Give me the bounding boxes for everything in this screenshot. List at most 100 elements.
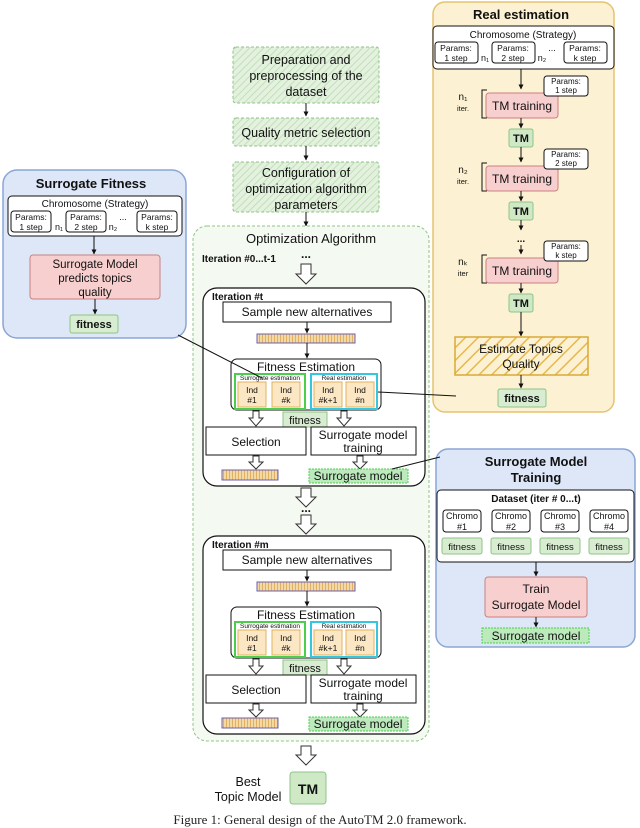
iteration_m-ind-label: Ind bbox=[354, 633, 366, 643]
iteration_m-ind-index: #1 bbox=[247, 643, 257, 653]
tm-training-box bbox=[485, 257, 559, 284]
re-stage-params-a: Params: bbox=[551, 242, 581, 251]
re-n2: n₂ bbox=[538, 53, 547, 63]
st-chromo-box bbox=[589, 509, 629, 533]
st-fitness-box bbox=[490, 537, 532, 555]
best-tm: TM bbox=[298, 781, 318, 797]
iter-m-real-label: Real estimation bbox=[322, 623, 367, 630]
st-title-1: Surrogate Model bbox=[485, 454, 588, 469]
iteration_m-ind-label: Ind bbox=[280, 633, 292, 643]
st-train-2: Surrogate Model bbox=[492, 598, 581, 612]
re-param2-a: Params: bbox=[497, 43, 529, 53]
iteration_t-ind-cell bbox=[313, 381, 343, 408]
st-chromo-box bbox=[442, 509, 482, 533]
re-stage-params-box bbox=[543, 148, 589, 170]
sf-fitness: fitness bbox=[76, 319, 111, 331]
re-stage-params-a: Params: bbox=[551, 150, 581, 159]
best-label-1: Best bbox=[235, 775, 261, 789]
iteration_m-ind-index: #n bbox=[355, 643, 365, 653]
dots-top: ... bbox=[301, 247, 311, 261]
re-stage-params-b: k step bbox=[555, 251, 577, 260]
re-param1-b: 1 step bbox=[444, 53, 467, 63]
re-stage-n: n₂ bbox=[458, 165, 468, 176]
sf-predict-1: Surrogate Model bbox=[52, 259, 137, 271]
re-param2-b: 2 step bbox=[501, 53, 524, 63]
iter-t-title: Iteration #t bbox=[212, 292, 264, 303]
step1-line2: preprocessing of the bbox=[249, 69, 362, 83]
st-chromo-label: Chromo bbox=[544, 511, 576, 521]
iteration-t-panel: Iteration #t Sample new alternatives Fit… bbox=[202, 287, 426, 487]
st-fitness-box bbox=[441, 537, 483, 555]
st-chromo-index: #3 bbox=[555, 522, 565, 532]
iter-t-smt-2: training bbox=[343, 441, 382, 455]
connector-training bbox=[391, 456, 441, 470]
iteration_t-ind-cell bbox=[237, 381, 267, 408]
connector-surrogate bbox=[177, 334, 263, 379]
re-stage-params-a: Params: bbox=[551, 77, 581, 86]
dots-mid: ... bbox=[301, 501, 311, 515]
iter-m-surr-label: Surrogate estimation bbox=[240, 623, 300, 630]
re-param3-b: k step bbox=[574, 53, 597, 63]
iter-m-population-bar bbox=[256, 581, 356, 592]
iter-m-surr-model: Surrogate model bbox=[314, 717, 403, 731]
re-stage-params-box bbox=[543, 240, 589, 262]
step-preprocessing: Preparation and preprocessing of the dat… bbox=[232, 46, 380, 104]
st-fitness-label: fitness bbox=[595, 542, 623, 553]
iter-t-selection: Selection bbox=[231, 435, 280, 449]
iter-m-title: Iteration #m bbox=[212, 540, 269, 551]
sf-predict-3: quality bbox=[78, 287, 111, 299]
iter-m-smt-1: Surrogate model bbox=[319, 676, 408, 690]
st-chromo-index: #1 bbox=[457, 522, 467, 532]
step3-line2: optimization algorithm bbox=[245, 182, 367, 196]
iteration_t-ind-cell bbox=[345, 381, 375, 408]
st-chromo-label: Chromo bbox=[593, 511, 625, 521]
iter-m-selection: Selection bbox=[231, 683, 280, 697]
iter-m-selection-box bbox=[205, 674, 307, 704]
st-chromo-index: #2 bbox=[506, 522, 516, 532]
iter-m-sample: Sample new alternatives bbox=[242, 553, 373, 567]
iteration_m-ind-cell bbox=[237, 629, 267, 656]
iteration-m-panel: Iteration #m Sample new alternatives Fit… bbox=[202, 535, 426, 735]
re-stage-params-b: 1 step bbox=[555, 86, 577, 95]
tm-training-label: TM training bbox=[492, 264, 552, 278]
surrogate-training-panel: Surrogate Model Training Dataset (iter #… bbox=[435, 448, 636, 648]
iter-m-smt-2: training bbox=[343, 689, 382, 703]
re-title: Real estimation bbox=[473, 7, 569, 22]
st-chromo-label: Chromo bbox=[446, 511, 478, 521]
sf-param2-a: Params: bbox=[70, 212, 102, 222]
re-vdots: ... bbox=[517, 234, 526, 245]
re-fitness: fitness bbox=[504, 393, 539, 405]
sf-n2: n₂ bbox=[109, 222, 118, 232]
re-estimate-2: Quality bbox=[502, 357, 539, 371]
st-train-1: Train bbox=[523, 582, 550, 596]
sf-dots: ... bbox=[119, 212, 127, 222]
sf-param2-b: 2 step bbox=[74, 222, 97, 232]
re-stage-n: nₖ bbox=[458, 257, 468, 268]
iteration_t-ind-label: Ind bbox=[280, 385, 292, 395]
step-quality-metric: Quality metric selection bbox=[232, 117, 380, 147]
iteration_t-ind-index: #k bbox=[282, 395, 292, 405]
tm-training-box bbox=[485, 92, 559, 119]
sf-param3-a: Params: bbox=[141, 212, 173, 222]
step1-line3: dataset bbox=[285, 85, 327, 99]
hollow-arrow-t-to-dots bbox=[294, 487, 318, 508]
sf-predict-2: predicts topics bbox=[58, 273, 132, 285]
tm-training-label: TM training bbox=[492, 172, 552, 186]
iter-m-fitness-est: Fitness Estimation bbox=[257, 608, 355, 622]
st-fitness-label: fitness bbox=[546, 542, 574, 553]
sf-title: Surrogate Fitness bbox=[36, 176, 147, 191]
iteration_t-ind-label: Ind bbox=[322, 385, 334, 395]
st-fitness-box bbox=[539, 537, 581, 555]
iter-t-fitness: fitness bbox=[289, 415, 321, 427]
re-chromosome: Chromosome (Strategy) bbox=[470, 30, 577, 41]
iter-t-surr-label: Surrogate estimation bbox=[240, 375, 300, 382]
iter-t-surr-model-tag bbox=[308, 468, 409, 484]
best-label-2: Topic Model bbox=[215, 790, 282, 804]
iter-t-population-bar bbox=[256, 333, 356, 344]
connector-real bbox=[377, 391, 457, 397]
iteration_t-ind-index: #k+1 bbox=[319, 395, 338, 405]
re-stage-iter: iter. bbox=[457, 104, 469, 113]
tm-training-label: TM training bbox=[492, 99, 552, 113]
re-stage-iter: iter. bbox=[457, 177, 469, 186]
